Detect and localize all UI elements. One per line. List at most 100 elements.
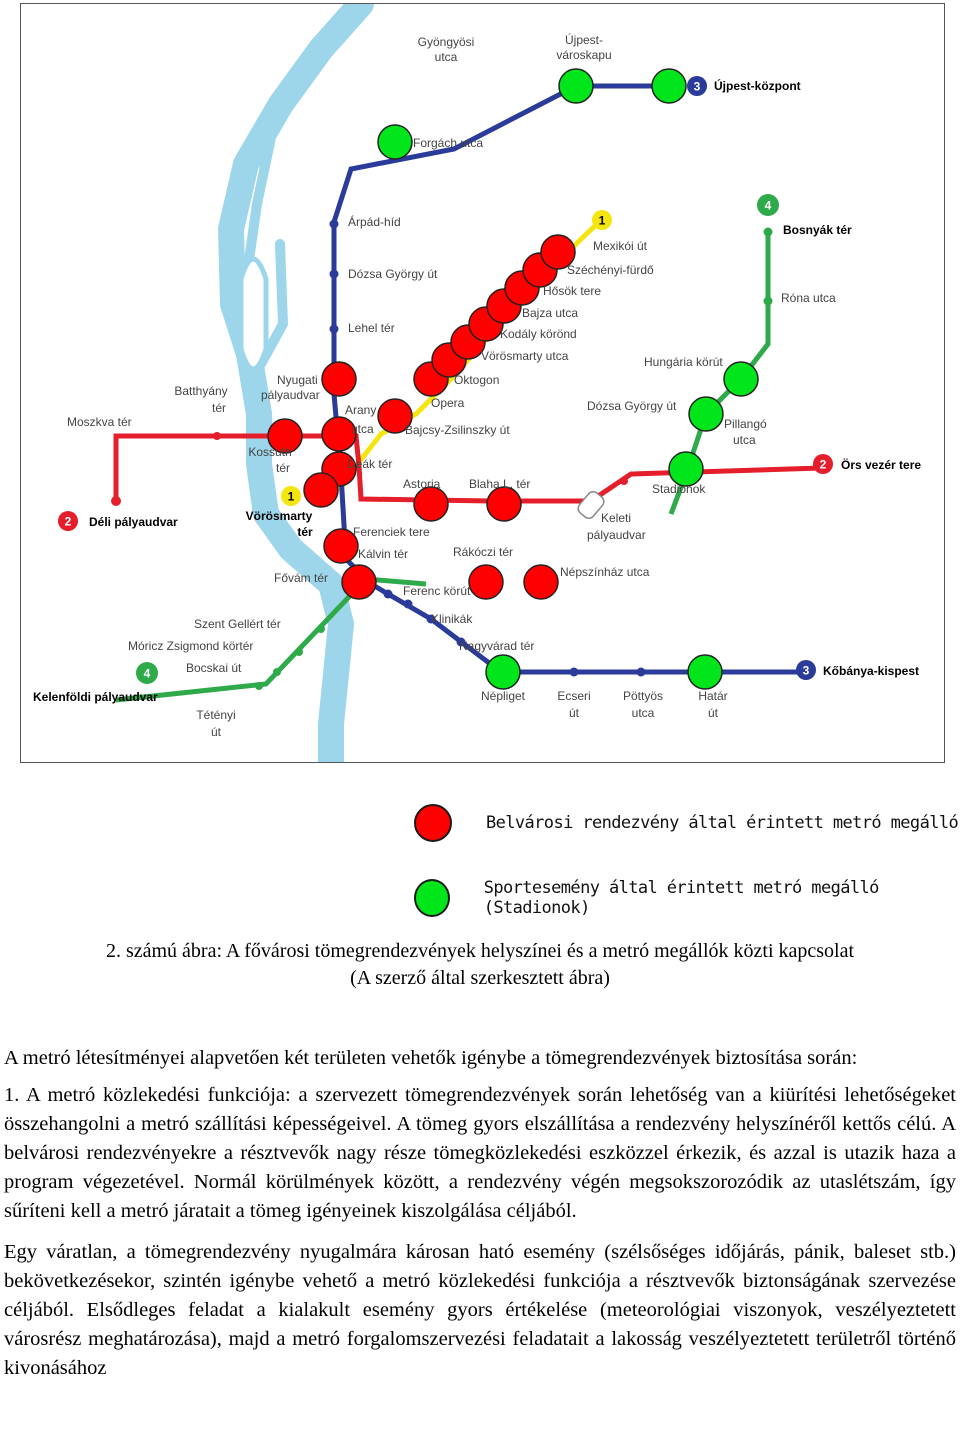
green-stops	[377, 68, 759, 690]
stop-varoskapu	[558, 68, 594, 104]
danube-river	[218, 4, 374, 762]
legend-green-text: Sportesemény által érintett metró megáll…	[483, 878, 880, 918]
stop-bajcsy	[377, 398, 413, 434]
stop-nepszinhaz	[523, 564, 559, 600]
svg-text:Róna utca: Róna utca	[781, 291, 836, 305]
svg-text:Népszínház utca: Népszínház utca	[560, 565, 650, 579]
metro-map: 3 4 1 2 1 2 4 3 Gyöngyösi utca Újpest- v…	[20, 3, 945, 763]
svg-text:1: 1	[288, 490, 295, 504]
svg-text:3: 3	[803, 664, 810, 678]
svg-text:Ferenciek tere: Ferenciek tere	[353, 525, 430, 539]
stop-nyugati	[321, 361, 357, 397]
margaret-island	[238, 256, 269, 372]
stop-ujpest-kozpont	[651, 68, 687, 104]
svg-text:Fővám tér: Fővám tér	[274, 571, 328, 585]
svg-text:Arany: Arany	[345, 403, 376, 417]
svg-text:Széchényi-fürdő: Széchényi-fürdő	[567, 263, 654, 277]
svg-text:út: út	[708, 706, 719, 720]
svg-text:Stadionok: Stadionok	[652, 482, 706, 496]
stop-arany	[321, 416, 357, 452]
svg-text:út: út	[569, 706, 580, 720]
svg-text:Lehel tér: Lehel tér	[348, 321, 395, 335]
svg-text:Határ: Határ	[698, 689, 727, 703]
stop-vorosmarty	[303, 472, 339, 508]
svg-text:városkapu: városkapu	[556, 48, 611, 62]
badge-m2-right: 2	[813, 454, 833, 474]
svg-text:Újpest-: Újpest-	[565, 32, 603, 47]
legend-green-row: Sportesemény által érintett metró megáll…	[414, 876, 960, 920]
svg-text:Kossuth: Kossuth	[248, 445, 291, 459]
svg-text:utca: utca	[351, 422, 374, 436]
svg-text:utca: utca	[435, 50, 458, 64]
legend-green-dot	[414, 879, 450, 917]
svg-text:Hősök tere: Hősök tere	[543, 284, 601, 298]
svg-text:Pöttyös: Pöttyös	[623, 689, 663, 703]
svg-text:1: 1	[599, 214, 606, 228]
stop-dozsa-4	[688, 396, 724, 432]
badge-m4-top: 4	[757, 194, 779, 216]
badge-m4-left: 4	[136, 662, 158, 684]
svg-text:pályaudvar: pályaudvar	[587, 528, 646, 542]
paragraph-1: A metró létesítményei alapvetően két ter…	[4, 1047, 858, 1069]
svg-text:Forgách utca: Forgách utca	[413, 136, 483, 150]
stop-szechenyi-2	[540, 234, 576, 270]
svg-text:2: 2	[65, 515, 72, 529]
svg-text:Astoria: Astoria	[403, 477, 441, 491]
svg-text:Keleti: Keleti	[601, 511, 631, 525]
legend-red-row: Belvárosi rendezvény által érintett metr…	[414, 801, 959, 845]
stop-ferenciek	[323, 528, 359, 564]
svg-text:Pillangó: Pillangó	[724, 417, 767, 431]
paragraph-3: Egy váratlan, a tömegrendezvény nyugalmá…	[4, 1241, 956, 1379]
line-m2	[113, 433, 822, 504]
figure-caption: 2. számú ábra: A fővárosi tömegrendezvén…	[20, 938, 940, 992]
svg-text:Batthyány: Batthyány	[174, 384, 227, 398]
svg-text:Moszkva tér: Moszkva tér	[67, 415, 132, 429]
svg-text:Örs vezér tere: Örs vezér tere	[841, 457, 921, 472]
badge-m3-top: 3	[687, 76, 707, 96]
legend-red-text: Belvárosi rendezvény által érintett metr…	[486, 813, 959, 833]
badge-m1-left: 1	[281, 486, 301, 506]
svg-text:Kelenföldi pályaudvar: Kelenföldi pályaudvar	[33, 690, 158, 704]
legend-red-dot	[414, 804, 452, 842]
svg-text:4: 4	[765, 199, 772, 213]
stop-kossuth	[267, 418, 303, 454]
svg-text:Árpád-híd: Árpád-híd	[348, 214, 401, 229]
red-stops	[267, 234, 576, 600]
badge-m1-top: 1	[592, 210, 612, 230]
svg-text:Bajcsy-Zsilinszky út: Bajcsy-Zsilinszky út	[405, 423, 510, 437]
caption-line-2: (A szerző által szerkesztett ábra)	[350, 967, 610, 989]
svg-text:Bosnyák tér: Bosnyák tér	[783, 223, 852, 237]
stop-blaha	[486, 486, 522, 522]
stop-hatar	[687, 654, 723, 690]
svg-text:Vörösmarty utca: Vörösmarty utca	[481, 349, 569, 363]
svg-text:Dózsa György út: Dózsa György út	[348, 267, 438, 281]
svg-text:Hungária körút: Hungária körút	[644, 355, 723, 369]
svg-text:Dózsa György út: Dózsa György út	[587, 399, 677, 413]
svg-text:Deák tér: Deák tér	[347, 457, 392, 471]
svg-text:Opera: Opera	[431, 396, 465, 410]
svg-text:2: 2	[820, 458, 827, 472]
svg-text:Vörösmarty: Vörösmarty	[246, 509, 313, 523]
svg-text:Kálvin tér: Kálvin tér	[358, 547, 408, 561]
m4-small-stops	[255, 625, 325, 690]
svg-text:tér: tér	[276, 461, 290, 475]
stop-nepliget	[485, 654, 521, 690]
svg-text:Szent Gellért tér: Szent Gellért tér	[194, 617, 281, 631]
svg-text:3: 3	[694, 80, 701, 94]
stop-hungaria	[723, 361, 759, 397]
svg-text:Móricz Zsigmond körtér: Móricz Zsigmond körtér	[128, 639, 253, 653]
svg-text:Ferenc körút: Ferenc körút	[403, 584, 471, 598]
svg-text:út: út	[211, 725, 222, 739]
svg-text:Nyugati: Nyugati	[277, 373, 318, 387]
svg-text:Klinikák: Klinikák	[431, 612, 473, 626]
svg-text:Gyöngyösi: Gyöngyösi	[418, 35, 475, 49]
svg-text:Rákóczi tér: Rákóczi tér	[453, 545, 513, 559]
caption-line-1: 2. számú ábra: A fővárosi tömegrendezvén…	[105, 940, 855, 962]
svg-text:Kőbánya-kispest: Kőbánya-kispest	[823, 664, 919, 678]
svg-text:pályaudvar: pályaudvar	[261, 388, 320, 402]
svg-text:tér: tér	[297, 525, 313, 539]
badge-m2-left: 2	[58, 511, 78, 531]
body-text: A metró létesítményei alapvetően két ter…	[4, 1044, 956, 1395]
badge-m3-right: 3	[796, 660, 816, 680]
svg-text:Kodály körönd: Kodály körönd	[500, 327, 577, 341]
